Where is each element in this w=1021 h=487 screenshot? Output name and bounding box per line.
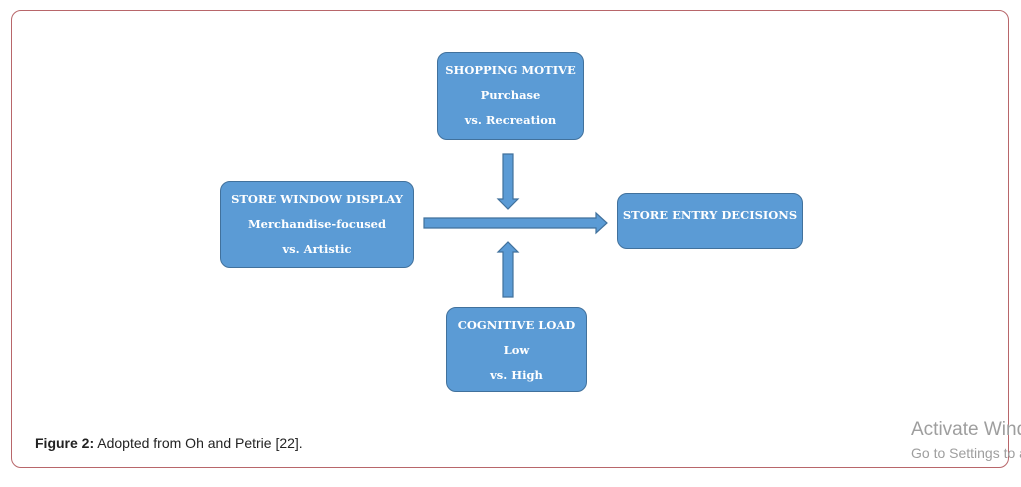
watermark-subtitle: Go to Settings to activate Windows. <box>911 445 1021 461</box>
store-entry-decisions-box: STORE ENTRY DECISIONS <box>617 193 803 249</box>
arrow-window-to-entry <box>423 211 608 235</box>
figure-frame <box>11 10 1009 468</box>
cognitive-load-option-1: Low <box>503 343 530 357</box>
watermark-title: Activate Windows <box>911 419 1021 440</box>
cognitive-load-option-2: vs. High <box>490 368 543 382</box>
figure-caption: Figure 2: Adopted from Oh and Petrie [22… <box>35 435 303 451</box>
caption-label: Figure 2: <box>35 435 95 451</box>
cognitive-load-box: COGNITIVE LOAD Low vs. High <box>446 307 587 392</box>
shopping-motive-title: SHOPPING MOTIVE <box>445 63 576 77</box>
activate-windows-watermark: Activate Windows Go to Settings to activ… <box>911 419 1021 464</box>
store-window-option-2: vs. Artistic <box>282 242 352 256</box>
store-window-display-box: STORE WINDOW DISPLAY Merchandise-focused… <box>220 181 414 268</box>
caption-text: Adopted from Oh and Petrie [22]. <box>94 435 303 451</box>
arrow-load-up <box>496 241 520 298</box>
cognitive-load-title: COGNITIVE LOAD <box>457 318 576 332</box>
store-window-option-1: Merchandise-focused <box>247 217 387 231</box>
shopping-motive-option-2: vs. Recreation <box>464 113 557 127</box>
store-window-title: STORE WINDOW DISPLAY <box>231 192 403 206</box>
store-entry-title: STORE ENTRY DECISIONS <box>622 208 798 222</box>
arrow-motive-down <box>496 153 520 210</box>
shopping-motive-box: SHOPPING MOTIVE Purchase vs. Recreation <box>437 52 584 140</box>
shopping-motive-option-1: Purchase <box>480 88 541 102</box>
